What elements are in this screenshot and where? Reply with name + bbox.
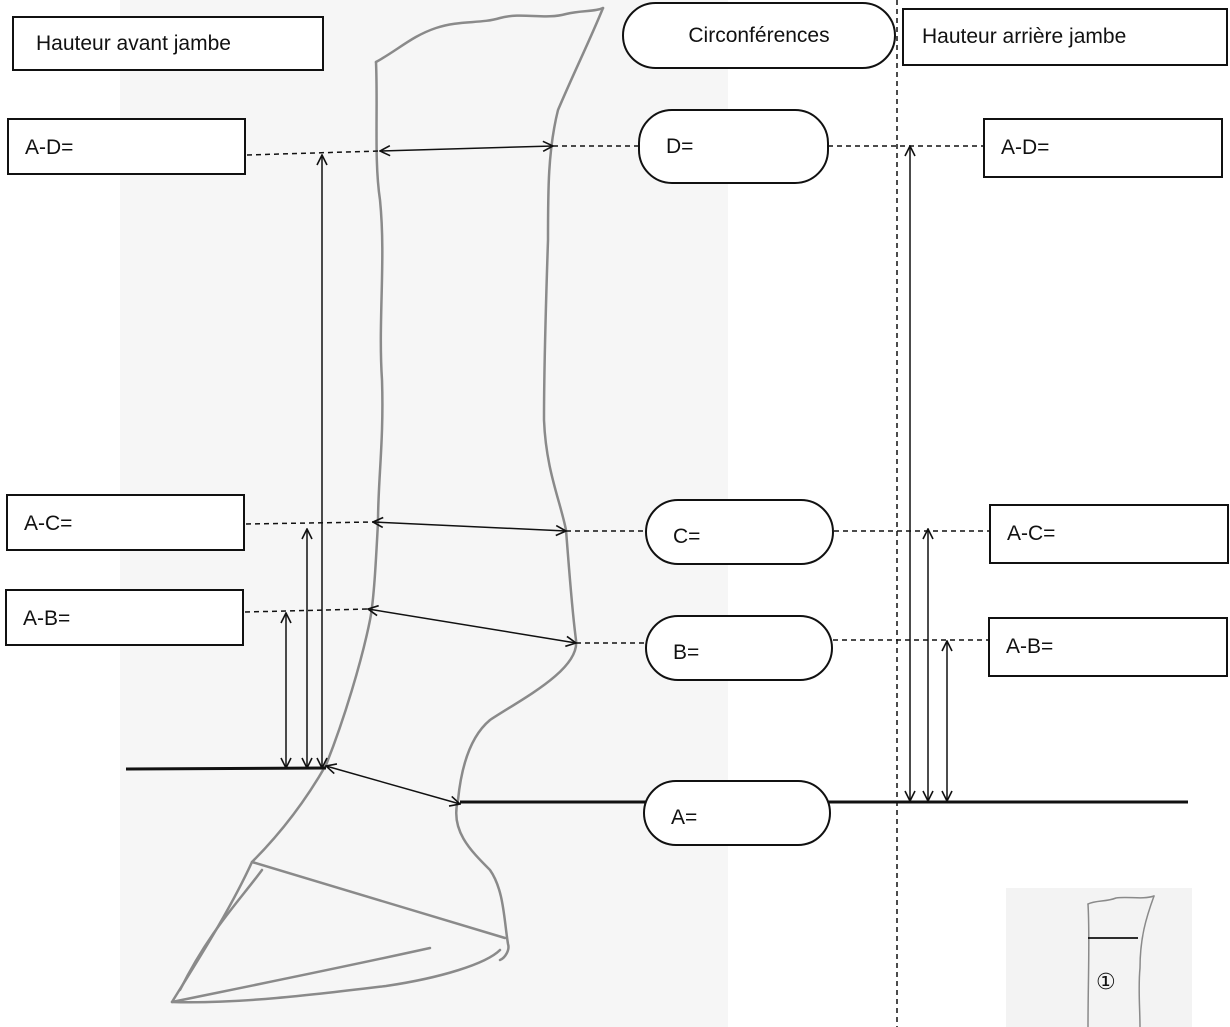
dash-b-left	[244, 608, 369, 613]
leg-front-contour	[170, 60, 502, 1004]
field-circ-b[interactable]: B=	[645, 615, 833, 681]
arrow-circ-c	[373, 522, 566, 531]
field-circ-c-label: C=	[673, 525, 701, 548]
thumbnail-marker: ①	[1096, 970, 1116, 995]
dash-c-left	[245, 521, 374, 525]
field-back-a-c[interactable]: A-C=	[989, 504, 1229, 564]
field-circ-b-label: B=	[673, 641, 700, 664]
hoof-coronet	[250, 860, 507, 940]
field-back-a-c-label: A-C=	[1007, 522, 1056, 545]
thumbnail-leg-drawing	[1087, 895, 1155, 1027]
header-back-height: Hauteur arrière jambe	[902, 8, 1228, 66]
field-circ-d-label: D=	[666, 135, 694, 158]
thumbnail-sketch: ①	[1006, 888, 1192, 1027]
field-back-a-d[interactable]: A-D=	[983, 118, 1223, 178]
field-circ-c[interactable]: C=	[645, 499, 834, 565]
field-circ-a-label: A=	[671, 806, 698, 829]
thumb-leg-front	[1087, 903, 1090, 1027]
header-front-height: Hauteur avant jambe	[12, 16, 324, 71]
dash-d-left	[246, 150, 381, 156]
field-circ-d[interactable]: D=	[638, 109, 829, 184]
field-back-a-b-label: A-B=	[1006, 635, 1054, 658]
field-front-a-c-label: A-C=	[24, 512, 73, 535]
field-front-a-c[interactable]: A-C=	[6, 494, 245, 551]
front-ground-line	[125, 766, 327, 771]
field-circ-a[interactable]: A=	[643, 780, 831, 846]
thumb-leg-back	[1138, 895, 1155, 1027]
arrow-circ-a	[326, 766, 460, 804]
field-front-a-b-label: A-B=	[23, 607, 71, 630]
leg-top-edge	[374, 6, 605, 64]
header-front-height-label: Hauteur avant jambe	[36, 31, 231, 55]
hoof-sole	[170, 946, 432, 1004]
hoof-heel-sketch	[178, 868, 264, 992]
arrow-circ-b	[368, 609, 576, 643]
field-front-a-d-label: A-D=	[25, 136, 74, 159]
thumb-leg-top	[1087, 895, 1155, 905]
header-circumferences-label: Circonférences	[688, 23, 830, 47]
field-front-a-d[interactable]: A-D=	[7, 118, 246, 175]
field-front-a-b[interactable]: A-B=	[5, 589, 244, 646]
arrow-circ-d	[380, 146, 553, 151]
header-circumferences: Circonférences	[622, 2, 896, 69]
field-back-a-d-label: A-D=	[1001, 136, 1050, 159]
header-back-height-label: Hauteur arrière jambe	[922, 25, 1127, 48]
field-back-a-b[interactable]: A-B=	[988, 617, 1228, 677]
